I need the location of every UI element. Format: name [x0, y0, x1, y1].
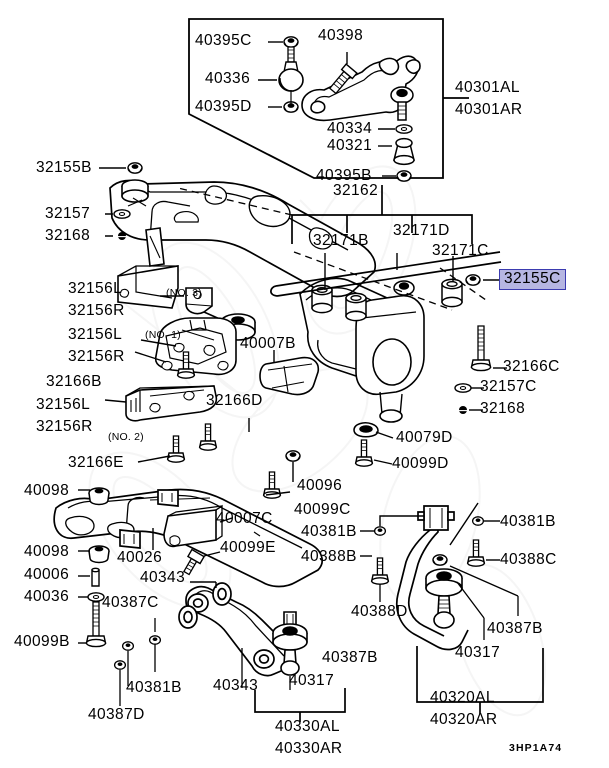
part-label-40099D: 40099D — [392, 455, 449, 472]
part-label-40336: 40336 — [205, 70, 251, 87]
note-no1: (NO. 1) — [145, 329, 181, 341]
part-label-32166D: 32166D — [206, 392, 263, 409]
note-no2: (NO. 2) — [108, 431, 144, 443]
part-label-40334: 40334 — [327, 120, 373, 137]
part-label-40098-lower: 40098 — [24, 543, 70, 560]
part-label-40388C: 40388C — [500, 551, 557, 568]
part-label-40099C: 40099C — [294, 501, 351, 518]
part-label-32166C: 32166C — [503, 358, 560, 375]
part-label-32166B: 32166B — [46, 373, 102, 390]
part-label-40388D: 40388D — [351, 603, 408, 620]
part-label-40395D: 40395D — [195, 98, 252, 115]
part-label-40387B-right: 40387B — [487, 620, 543, 637]
part-label-40096: 40096 — [297, 477, 343, 494]
part-label-32156L-no1: 32156L — [68, 326, 123, 343]
part-label-40317-left: 40317 — [289, 672, 335, 689]
part-label-40387C: 40387C — [102, 594, 159, 611]
part-label-40007B: 40007B — [240, 335, 296, 352]
part-label-32171C: 32171C — [432, 242, 489, 259]
figure-code: 3HP1A74 — [509, 742, 563, 754]
part-label-40395B: 40395B — [316, 167, 372, 184]
part-label-40381B-right: 40381B — [500, 513, 556, 530]
part-label-32171D: 32171D — [393, 222, 450, 239]
part-label-40036: 40036 — [24, 588, 70, 605]
part-label-32155C-highlighted[interactable]: 32155C — [499, 269, 566, 291]
part-label-32156L-no2: 32156L — [36, 396, 91, 413]
part-label-40099B: 40099B — [14, 633, 70, 650]
part-label-40301AL: 40301AL — [455, 79, 520, 96]
part-label-40330AL: 40330AL — [275, 718, 340, 735]
part-label-40320AR: 40320AR — [430, 711, 498, 728]
part-label-32156R-no2: 32156R — [36, 418, 93, 435]
part-label-40099E: 40099E — [220, 539, 276, 556]
part-label-32157: 32157 — [45, 205, 91, 222]
part-label-32156L-no3: 32156L — [68, 280, 123, 297]
part-label-40320AL: 40320AL — [430, 689, 495, 706]
part-label-32168-right: 32168 — [480, 400, 526, 417]
part-label-40098-upper: 40098 — [24, 482, 70, 499]
note-no3: (NO. 3) — [166, 287, 202, 299]
part-label-40398: 40398 — [318, 27, 364, 44]
part-label-40381B-mid: 40381B — [301, 523, 357, 540]
part-label-40343-lower: 40343 — [213, 677, 259, 694]
part-label-40007C: 40007C — [216, 510, 273, 527]
part-label-32155B: 32155B — [36, 159, 92, 176]
part-label-40317-right: 40317 — [455, 644, 501, 661]
part-label-40079D: 40079D — [396, 429, 453, 446]
part-label-32156R-no3: 32156R — [68, 302, 125, 319]
part-label-32156R-no1: 32156R — [68, 348, 125, 365]
part-label-40387D: 40387D — [88, 706, 145, 723]
part-label-40388B: 40388B — [301, 548, 357, 565]
part-label-32166E: 32166E — [68, 454, 124, 471]
part-label-40395C: 40395C — [195, 32, 252, 49]
part-label-40321: 40321 — [327, 137, 373, 154]
part-label-40387B-left: 40387B — [322, 649, 378, 666]
part-label-32171B: 32171B — [313, 232, 369, 249]
part-label-40343-upper: 40343 — [140, 569, 186, 586]
part-label-32157C: 32157C — [480, 378, 537, 395]
part-label-40026: 40026 — [117, 549, 163, 566]
part-label-40006: 40006 — [24, 566, 70, 583]
part-label-32162: 32162 — [333, 182, 379, 199]
part-label-40381B-left: 40381B — [126, 679, 182, 696]
part-label-40301AR: 40301AR — [455, 101, 523, 118]
part-label-32168: 32168 — [45, 227, 91, 244]
part-label-40330AR: 40330AR — [275, 740, 343, 757]
